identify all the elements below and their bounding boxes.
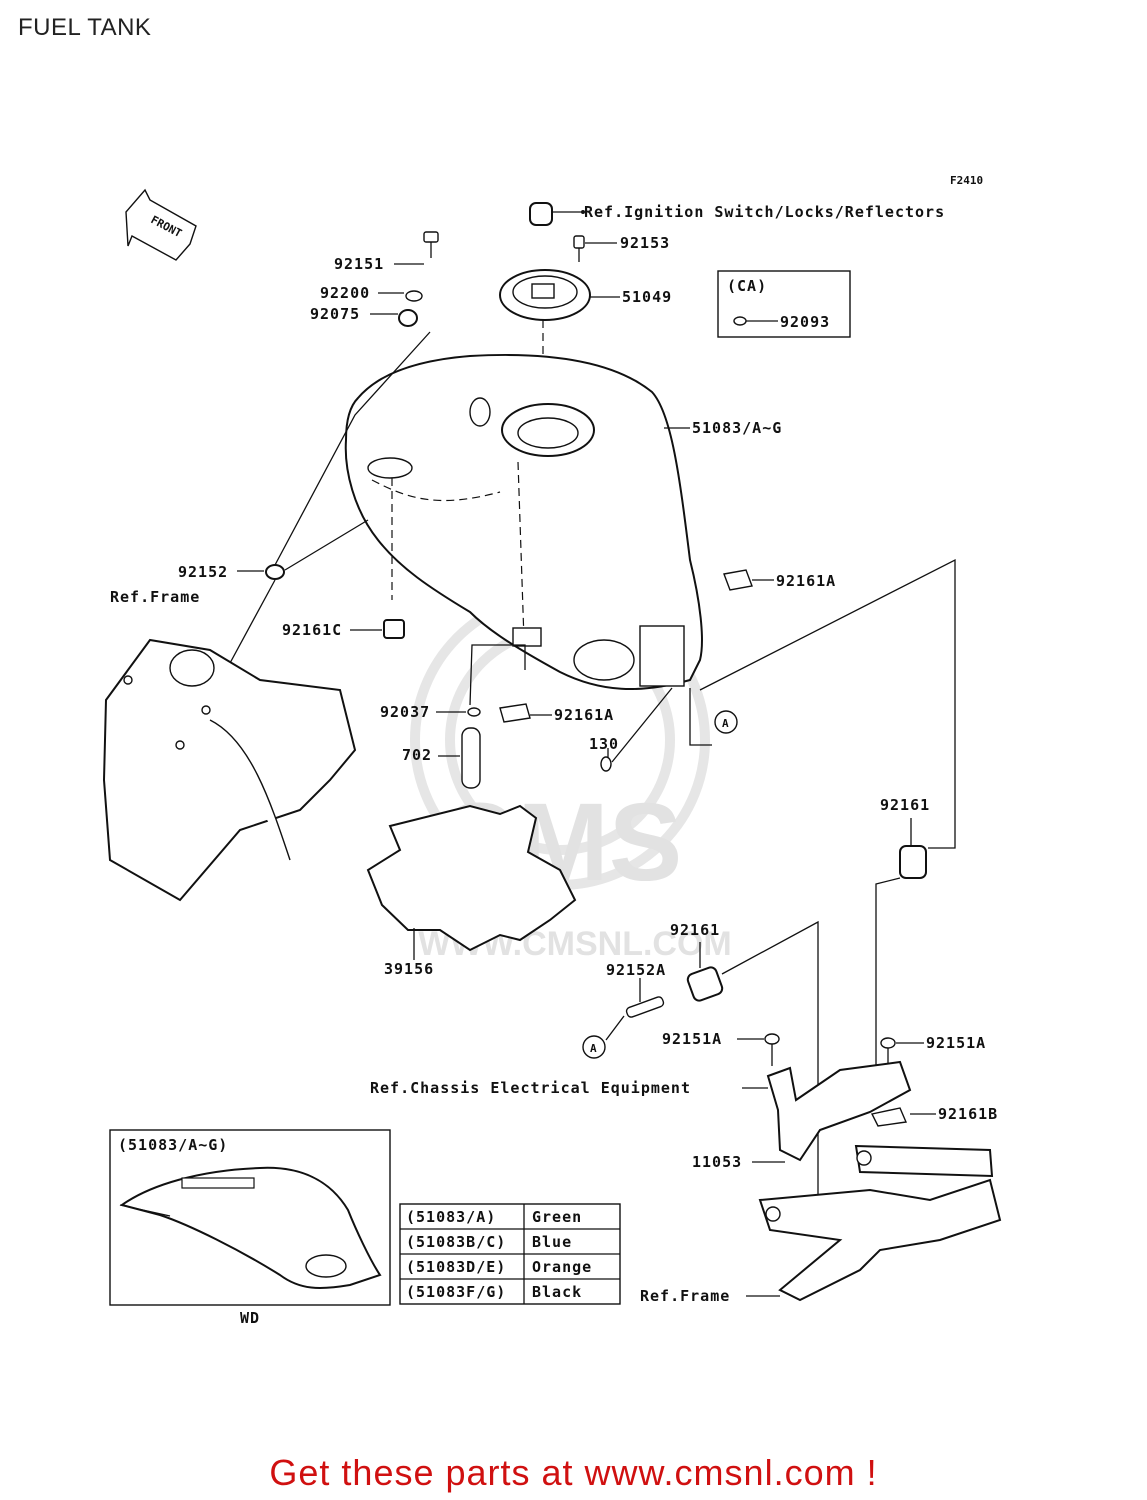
label-ref-ignition: Ref.Ignition Switch/Locks/Reflectors — [584, 203, 945, 221]
front-direction-icon: FRONT — [125, 188, 197, 261]
table-cell-color: Green — [532, 1208, 582, 1226]
table-cell-color: Blue — [532, 1233, 572, 1251]
marker-a-lower: A — [590, 1042, 597, 1055]
ca-variant-box — [717, 270, 851, 338]
fastener-stack-part — [370, 231, 439, 327]
page-title: FUEL TANK — [18, 14, 152, 41]
table-cell-part: (51083B/C) — [406, 1233, 506, 1251]
label-39156: 39156 — [384, 960, 434, 978]
label-130: 130 — [589, 735, 619, 753]
rubber-92161C-part — [350, 619, 405, 639]
marker-a-upper: A — [722, 717, 729, 730]
label-92161B: 92161B — [938, 1105, 998, 1123]
bolt-130-part — [600, 558, 956, 849]
fuel-cap-51049-part — [499, 269, 620, 420]
table-cell-part: (51083/A) — [406, 1208, 496, 1226]
label-ref-chassis: Ref.Chassis Electrical Equipment — [370, 1079, 691, 1097]
label-ca: (CA) — [727, 277, 767, 295]
label-92200: 92200 — [320, 284, 370, 302]
frame-rear-part — [746, 1144, 1002, 1302]
pad-92161A-upper-part — [723, 569, 774, 591]
pad-92161A-lower-part — [499, 703, 552, 723]
label-92153: 92153 — [620, 234, 670, 252]
label-51083: 51083/A~G — [692, 419, 782, 437]
color-variant-table: (51083/A) Green (51083B/C) Blue (51083D/… — [399, 1203, 621, 1305]
frame-left-part — [102, 638, 357, 902]
label-92161A-upper: 92161A — [776, 572, 836, 590]
label-92161-mid: 92161 — [670, 921, 720, 939]
screw-92153-part — [573, 235, 617, 262]
table-cell-part: (51083F/G) — [406, 1283, 506, 1301]
inset-caption: WD — [240, 1309, 260, 1327]
label-92151A-right: 92151A — [926, 1034, 986, 1052]
fuel-tank-51083-part — [344, 353, 703, 691]
damper-92161-right-part — [875, 818, 927, 1100]
label-702: 702 — [402, 746, 432, 764]
figure-code: F2410 — [950, 174, 983, 187]
label-92093: 92093 — [780, 313, 830, 331]
label-51049: 51049 — [622, 288, 672, 306]
inset-title: (51083/A~G) — [118, 1136, 228, 1154]
label-92152: 92152 — [178, 563, 228, 581]
table-cell-color: Orange — [532, 1258, 592, 1276]
label-92151: 92151 — [334, 255, 384, 273]
bracket-11053-part — [742, 1060, 936, 1163]
label-92075: 92075 — [310, 305, 360, 323]
label-92151A-left: 92151A — [662, 1030, 722, 1048]
footer-cta[interactable]: Get these parts at www.cmsnl.com ! — [269, 1452, 878, 1493]
label-11053: 11053 — [692, 1153, 742, 1171]
label-92152A: 92152A — [606, 961, 666, 979]
label-92161-right: 92161 — [880, 796, 930, 814]
label-92037: 92037 — [380, 703, 430, 721]
tank-variant-inset — [109, 1129, 391, 1306]
table-cell-color: Black — [532, 1283, 582, 1301]
table-cell-part: (51083D/E) — [406, 1258, 506, 1276]
pipe-702-part — [438, 727, 481, 789]
label-ref-frame-left: Ref.Frame — [110, 588, 200, 606]
mat-39156-part — [366, 804, 577, 960]
label-92161A-lower: 92161A — [554, 706, 614, 724]
ignition-lock-part — [529, 202, 585, 226]
clip-92037-part — [436, 644, 526, 717]
bolt-92151A-part — [737, 1033, 924, 1066]
label-92161C: 92161C — [282, 621, 342, 639]
label-ref-frame-bottom: Ref.Frame — [640, 1287, 730, 1305]
